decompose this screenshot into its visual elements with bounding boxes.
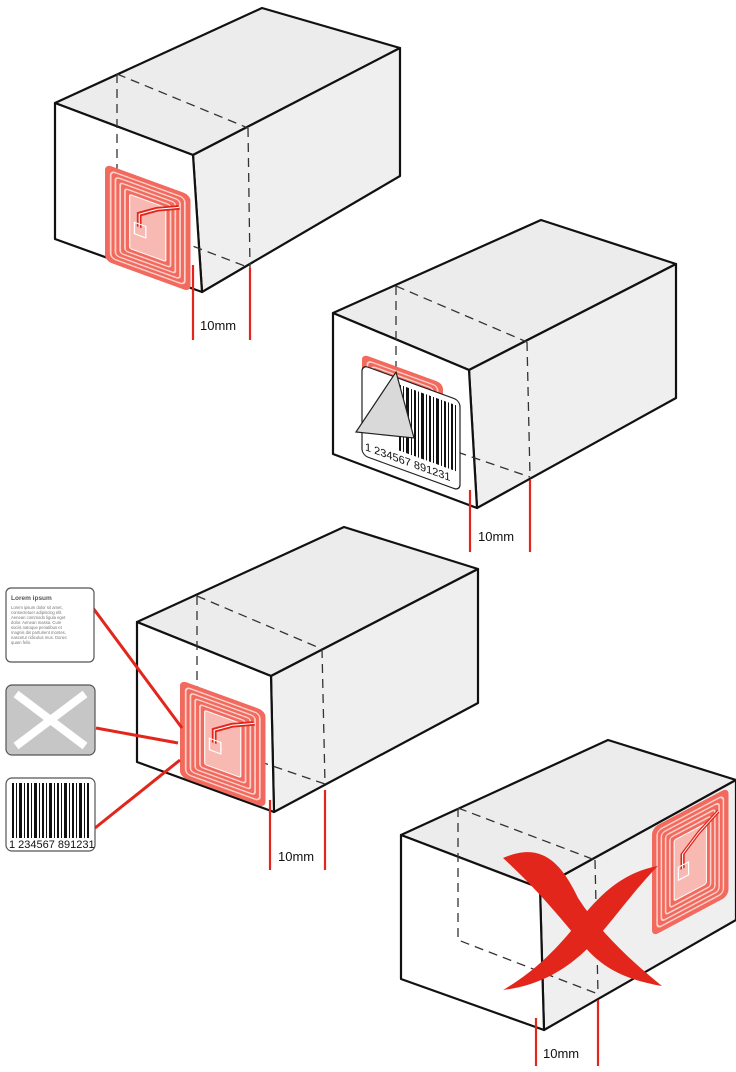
pointer-line-barcode <box>94 758 181 830</box>
svg-text:Aenean commodo ligula eget: Aenean commodo ligula eget <box>11 615 66 620</box>
cross-icon <box>5 684 96 756</box>
svg-text:Lorem ipsum dolor sit amet,: Lorem ipsum dolor sit amet, <box>11 605 63 610</box>
svg-text:magnis dis parturient montes,: magnis dis parturient montes, <box>11 630 66 635</box>
svg-text:nascetur ridiculus mus. Donec: nascetur ridiculus mus. Donec <box>11 635 67 640</box>
dimension-label: 10mm <box>200 318 236 333</box>
cross-icon <box>503 852 662 990</box>
pointer-line-text <box>91 607 184 729</box>
dimension-label: 10mm <box>478 529 514 544</box>
pointer-line-cross <box>95 726 179 745</box>
box-1: 10mm <box>53 6 402 340</box>
svg-text:sociis natoque penatibus et: sociis natoque penatibus et <box>11 625 63 630</box>
dimension-label: 10mm <box>278 849 314 864</box>
svg-text:dolor. Aenean massa. Cum: dolor. Aenean massa. Cum <box>11 620 62 625</box>
peeled-corner <box>354 370 415 439</box>
dimension-label: 10mm <box>543 1046 579 1061</box>
box-3: 10mm <box>91 525 480 870</box>
legend: Lorem ipsum Lorem ipsum dolor sit amet, … <box>5 587 96 852</box>
svg-text:quam felis.: quam felis. <box>11 640 31 645</box>
legend-barcode-number: 1 234567 891231 <box>9 839 95 851</box>
text-label-title: Lorem ipsum <box>11 595 52 602</box>
box-2: 1 234567 891231 10mm <box>331 218 678 552</box>
barcode-icon: 1 234567 891231 <box>5 777 96 852</box>
box-4: 10mm <box>399 738 736 1066</box>
svg-text:consectetuer adipiscing elit.: consectetuer adipiscing elit. <box>11 610 62 615</box>
text-label-icon: Lorem ipsum Lorem ipsum dolor sit amet, … <box>5 587 95 663</box>
